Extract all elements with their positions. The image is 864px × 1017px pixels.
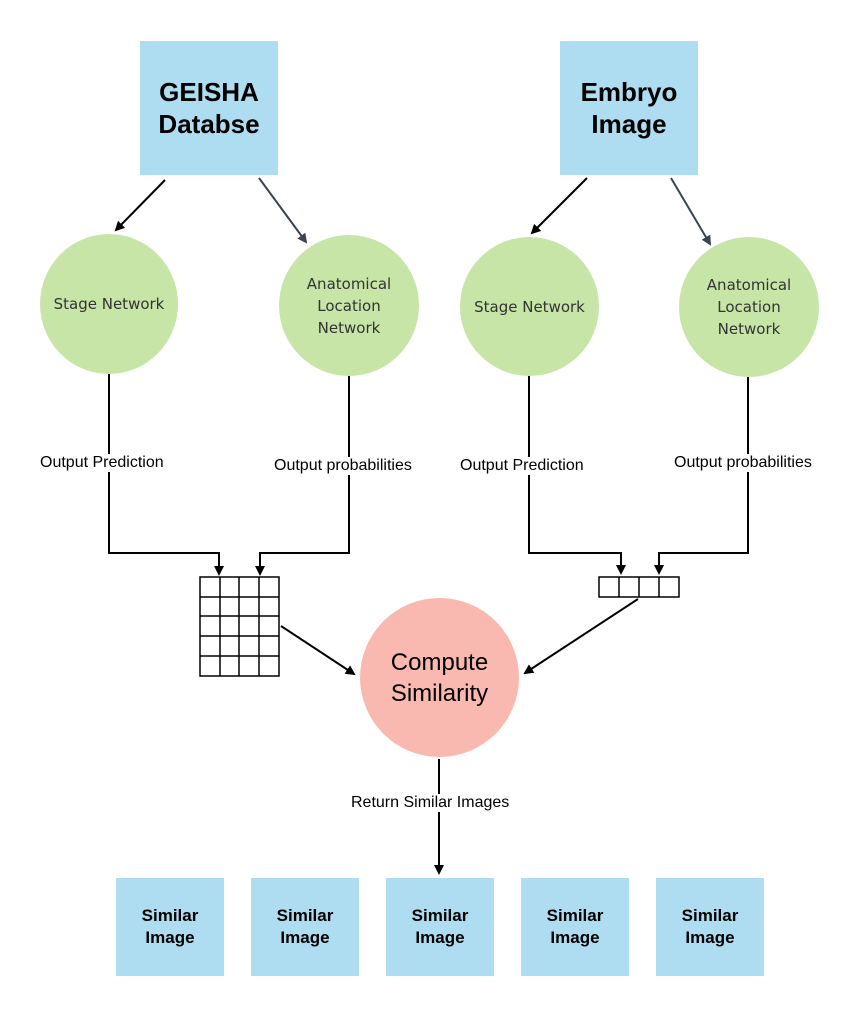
left-output-prediction-label: Output Prediction xyxy=(38,454,166,472)
return-similar-images-label: Return Similar Images xyxy=(349,794,512,812)
right-stage-network-node: Stage Network xyxy=(460,237,599,376)
similar-image-box: Similar Image xyxy=(386,878,494,976)
similar-image-box: Similar Image xyxy=(251,878,359,976)
arrow-vector-to-compute xyxy=(523,598,639,675)
connector-left-prediction xyxy=(108,374,224,576)
compute-similarity-node: Compute Similarity xyxy=(360,598,519,757)
similar-image-box: Similar Image xyxy=(116,878,224,976)
arrow-matrix-to-compute xyxy=(280,625,356,676)
left-stage-network-node: Stage Network xyxy=(40,234,178,374)
connector-right-probabilities xyxy=(654,377,749,575)
right-output-probabilities-label: Output probabilities xyxy=(672,454,814,472)
similar-image-box: Similar Image xyxy=(521,878,629,976)
left-anatomical-location-network-node: Anatomical Location Network xyxy=(279,235,419,376)
geisha-database-box: GEISHA Databse xyxy=(140,41,278,175)
right-output-prediction-label: Output Prediction xyxy=(458,457,586,475)
arrow-embryo-to-anatomical xyxy=(670,177,712,246)
embryo-image-box: Embryo Image xyxy=(560,41,698,175)
connector-left-probabilities xyxy=(255,376,350,576)
left-output-probabilities-label: Output probabilities xyxy=(272,457,414,475)
arrow-embryo-to-stage xyxy=(530,177,588,235)
arrow-geisha-to-stage xyxy=(114,179,166,232)
embryo-prediction-vector xyxy=(598,576,680,598)
right-anatomical-location-network-node: Anatomical Location Network xyxy=(679,237,819,377)
similar-image-box: Similar Image xyxy=(656,878,764,976)
arrow-geisha-to-anatomical xyxy=(258,177,308,244)
geisha-prediction-matrix xyxy=(199,576,280,677)
